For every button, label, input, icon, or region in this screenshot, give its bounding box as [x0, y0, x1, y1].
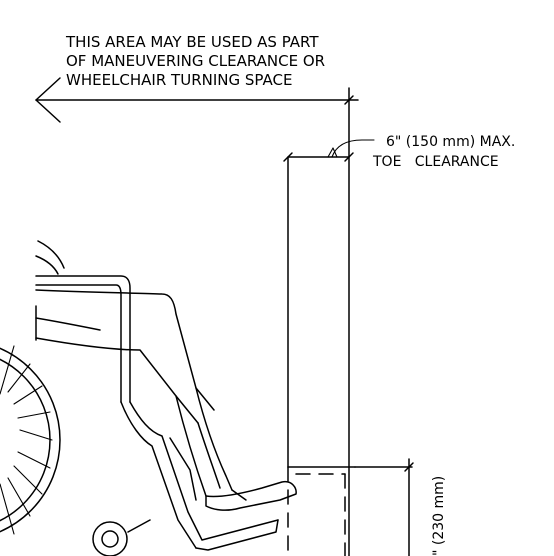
wall-outline	[287, 87, 356, 556]
area-note-line-3: WHEELCHAIR TURNING SPACE	[66, 71, 292, 89]
toe-space-dashed	[287, 466, 346, 556]
height-dimension-label: " (230 mm)	[431, 476, 447, 556]
wheelchair-user-illustration	[0, 240, 297, 556]
toe-clearance-label: 6" (150 mm) MAX. TOE CLEARANCE	[372, 134, 515, 170]
height-dimension: " (230 mm)	[408, 458, 447, 556]
maneuvering-arrow	[35, 77, 359, 123]
area-note-line-2: OF MANEUVERING CLEARANCE OR	[66, 52, 325, 70]
wheel-spokes	[0, 345, 61, 535]
area-note-line-1: THIS AREA MAY BE USED AS PART	[65, 33, 319, 51]
toe-clearance-line-2: TOE CLEARANCE	[372, 154, 499, 170]
toe-clearance-leader	[327, 139, 375, 158]
toe-clearance-line-1: 6" (150 mm) MAX.	[386, 134, 515, 150]
area-note: THIS AREA MAY BE USED AS PART OF MANEUVE…	[65, 33, 325, 89]
